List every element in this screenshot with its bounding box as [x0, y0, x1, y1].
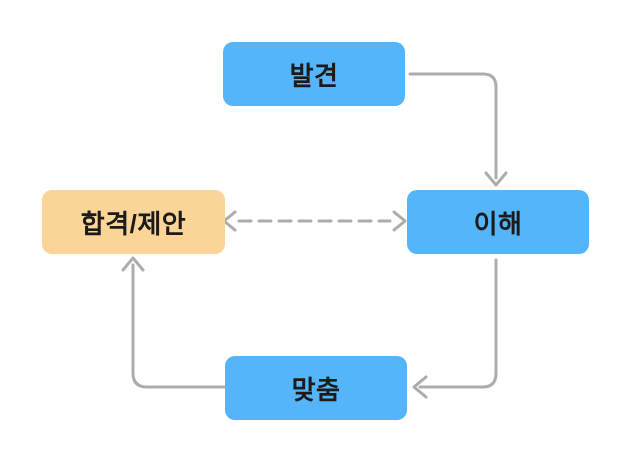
node-understanding-label: 이해 [473, 208, 523, 239]
arrowhead-down-icon [484, 171, 508, 187]
arrow-understanding-to-fit [412, 258, 498, 399]
arrowhead-right-icon [392, 210, 407, 232]
node-fit: 맞춤 [225, 356, 407, 420]
node-pass-offer-label: 합격/제안 [80, 208, 187, 239]
node-understanding: 이해 [407, 190, 589, 254]
node-pass-offer: 합격/제안 [42, 190, 225, 254]
arrowhead-left-icon [222, 210, 237, 232]
arrow-discovery-to-understanding [408, 72, 508, 187]
arrow-pass-offer-understanding-dashed [222, 210, 407, 232]
node-fit-label: 맞춤 [291, 374, 341, 405]
arrowhead-left-icon [412, 375, 428, 399]
arrow-fit-to-pass-offer [121, 256, 226, 389]
arrowhead-up-icon [121, 256, 145, 272]
node-discovery: 발견 [223, 42, 405, 106]
node-discovery-label: 발견 [289, 60, 339, 91]
